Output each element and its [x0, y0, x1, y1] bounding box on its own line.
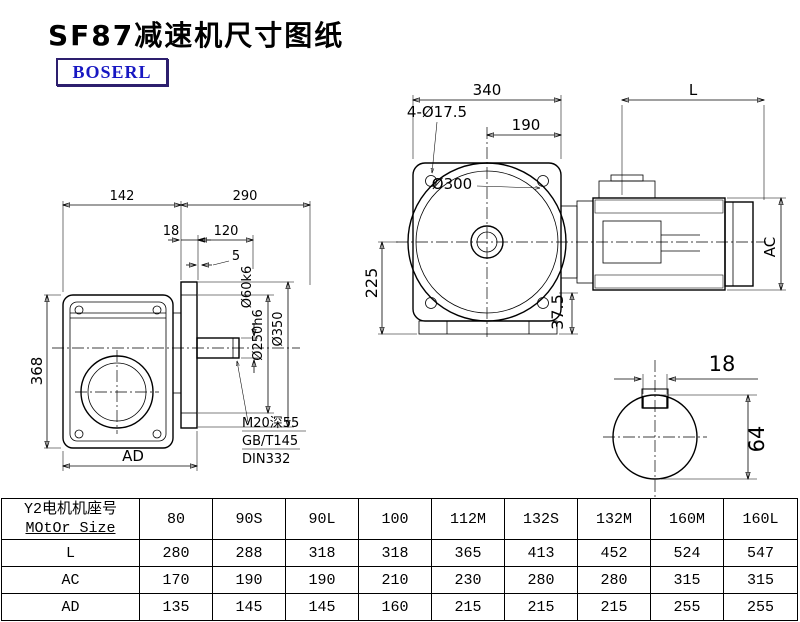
col-header-132m: 132M — [577, 498, 651, 540]
note-m20-label: M20深55 — [242, 416, 299, 431]
left-view-housing — [52, 281, 300, 449]
cell: 318 — [285, 539, 359, 567]
table-header-row: Y2电机机座号 MOtOr Size 80 90S 90L 100 112M 1… — [1, 498, 798, 540]
col-header-160m: 160M — [650, 498, 724, 540]
dim-ac-label: AC — [761, 237, 779, 257]
cell: 318 — [358, 539, 432, 567]
dim-18-120-5: 18 120 5 — [163, 224, 253, 280]
cell: 190 — [285, 566, 359, 594]
col-header-160l: 160L — [723, 498, 798, 540]
cell: 170 — [139, 566, 213, 594]
dim-368: 368 — [28, 295, 61, 448]
dim-d350-label: Ø350 — [271, 311, 286, 346]
cell: 210 — [358, 566, 432, 594]
cell: 145 — [285, 593, 359, 621]
cell: 547 — [723, 539, 798, 567]
col-header-90s: 90S — [212, 498, 286, 540]
table-row-ad: AD 135 145 145 160 215 215 215 255 255 — [1, 593, 798, 621]
dim-64-label: 64 — [745, 426, 769, 453]
col-header-132s: 132S — [504, 498, 578, 540]
dim-d300: Ø300 — [432, 175, 540, 193]
motor-size-label-zh: Y2电机机座号 — [23, 500, 117, 518]
cell: 315 — [650, 566, 724, 594]
cell: 160 — [358, 593, 432, 621]
cell: 452 — [577, 539, 651, 567]
cell: 524 — [650, 539, 724, 567]
dim-ad-label: AD — [122, 447, 144, 465]
dim-340-l: 340 L — [413, 81, 764, 200]
table-corner-cell: Y2电机机座号 MOtOr Size — [1, 498, 140, 540]
cell: 145 — [212, 593, 286, 621]
page-title: SF87减速机尺寸图纸 — [48, 19, 345, 52]
col-header-100: 100 — [358, 498, 432, 540]
right-view-flange — [396, 127, 766, 337]
dim-d300-label: Ø300 — [432, 175, 472, 193]
cell: 288 — [212, 539, 286, 567]
dim-120-label: 120 — [214, 224, 239, 239]
cell: 413 — [504, 539, 578, 567]
table-row-l: L 280 288 318 318 365 413 452 524 547 — [1, 539, 798, 567]
row-label-ac: AC — [1, 566, 140, 594]
dim-holes-190: 4-Ø17.5 190 — [407, 103, 561, 173]
cell: 280 — [504, 566, 578, 594]
note-gb-label: GB/T145 — [242, 434, 298, 449]
cell: 365 — [431, 539, 505, 567]
col-header-90l: 90L — [285, 498, 359, 540]
dim-190-label: 190 — [512, 116, 541, 134]
dim-ad: AD — [63, 431, 197, 471]
dim-142-label: 142 — [110, 189, 135, 204]
dim-d60-label: Ø60k6 — [240, 266, 255, 309]
dim-340-label: 340 — [473, 81, 502, 99]
cell: 135 — [139, 593, 213, 621]
cell: 230 — [431, 566, 505, 594]
dim-5-label: 5 — [232, 249, 240, 264]
col-header-80: 80 — [139, 498, 213, 540]
col-header-112m: 112M — [431, 498, 505, 540]
dim-holes-label: 4-Ø17.5 — [407, 103, 467, 121]
boserl-logo: BOSERL — [56, 58, 168, 86]
dim-key18-label: 18 — [709, 352, 736, 376]
dim-225-label: 225 — [362, 268, 381, 299]
right-view-motor — [560, 174, 754, 291]
dim-142-290: 142 290 — [63, 189, 310, 292]
row-label-ad: AD — [1, 593, 140, 621]
dim-ac: AC — [727, 198, 786, 290]
motor-size-label-en: MOtOr Size — [25, 520, 116, 537]
cell: 190 — [212, 566, 286, 594]
dim-18-label: 18 — [163, 224, 180, 239]
table-row-ac: AC 170 190 190 210 230 280 280 315 315 — [1, 566, 798, 594]
dim-d250-label: Ø250h6 — [251, 309, 266, 361]
cell: 280 — [139, 539, 213, 567]
cell: 215 — [504, 593, 578, 621]
note-din-label: DIN332 — [242, 452, 290, 467]
dim-shaft-diameters: Ø60k6 Ø250h6 Ø350 — [198, 266, 294, 427]
cell: 255 — [650, 593, 724, 621]
dim-368-label: 368 — [28, 357, 46, 386]
dimension-drawing: 142 290 18 120 5 368 AD — [28, 81, 786, 497]
cell: 255 — [723, 593, 798, 621]
dim-290-label: 290 — [233, 189, 258, 204]
cell: 280 — [577, 566, 651, 594]
dim-375-label: 37.5 — [548, 294, 567, 330]
dim-l-label: L — [689, 81, 698, 99]
dim-225-375: 225 37.5 — [362, 242, 578, 334]
cell: 215 — [577, 593, 651, 621]
cell: 215 — [431, 593, 505, 621]
cell: 315 — [723, 566, 798, 594]
tap-notes: M20深55 GB/T145 DIN332 — [237, 361, 306, 467]
row-label-l: L — [1, 539, 140, 567]
shaft-section: 18 64 — [603, 352, 769, 497]
motor-size-table: Y2电机机座号 MOtOr Size 80 90S 90L 100 112M 1… — [1, 498, 798, 621]
